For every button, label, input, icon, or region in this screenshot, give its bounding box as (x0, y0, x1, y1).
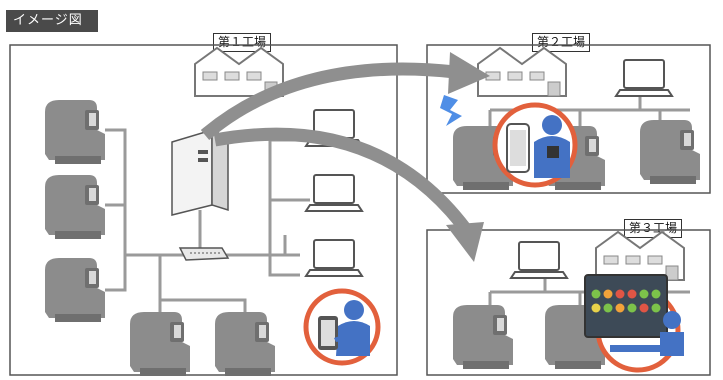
factory-1-machine-icon (130, 312, 190, 376)
dashboard-tile (604, 304, 613, 313)
dashboard-tile (628, 304, 637, 313)
lightning-icon (440, 95, 462, 126)
factory-2-building-icon (478, 48, 566, 96)
factory-2-laptop-icon (616, 60, 672, 96)
dashboard-tile (616, 290, 625, 299)
factory-3-laptop-icon (511, 242, 567, 278)
dashboard-tile (640, 290, 649, 299)
factory-1-laptop-icon (306, 240, 362, 276)
factory-1-machine-icon (45, 175, 105, 239)
arrow-head-factory-3 (446, 222, 484, 262)
factory-1-machine-icon (45, 100, 105, 164)
factory-1-machine-icon (45, 258, 105, 322)
factory-1-machine-icon (215, 312, 275, 376)
factory-3-machine-icon (453, 305, 513, 369)
dashboard-tile (652, 290, 661, 299)
factory-3-building-icon (596, 232, 684, 280)
dashboard-tile (604, 290, 613, 299)
dashboard-tile (652, 304, 661, 313)
network-hub-icon (180, 248, 228, 260)
factory-1-laptop-icon (306, 175, 362, 211)
factory-2-machine-icon (640, 120, 700, 184)
dashboard-tile (592, 290, 601, 299)
dashboard-tile (628, 290, 637, 299)
dashboard-tile (592, 304, 601, 313)
dashboard-tile (640, 304, 649, 313)
dashboard-tile (616, 304, 625, 313)
